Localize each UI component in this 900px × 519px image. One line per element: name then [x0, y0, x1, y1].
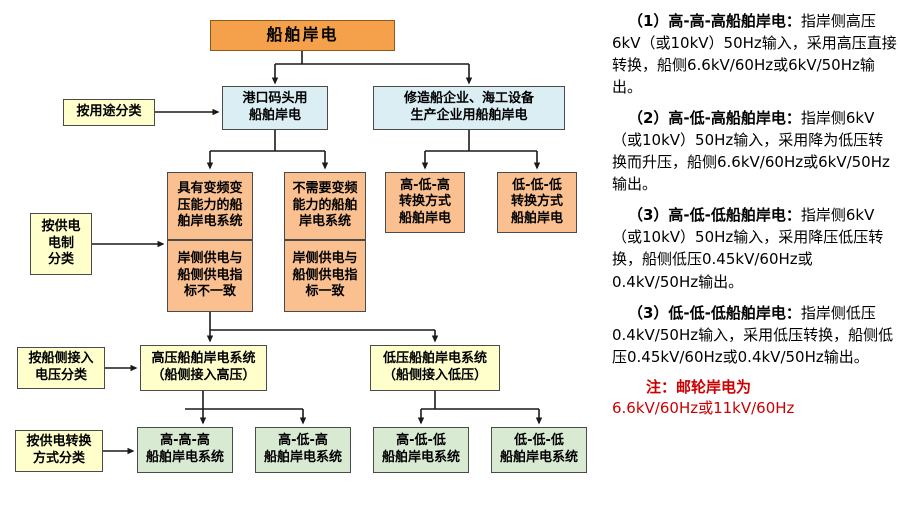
- footnote-line1: 注：邮轮岸电为: [646, 377, 752, 396]
- node-port-terminal: 港口码头用 船舶岸电: [222, 86, 328, 130]
- note-title: （1）高-高-高船舶岸电：: [628, 12, 801, 30]
- node-hlh-system: 高-低-高 船舶岸电系统: [255, 427, 351, 473]
- node-lll-system: 低-低-低 船舶岸电系统: [491, 427, 587, 473]
- node-low-low-low-mode: 低-低-低 转换方式 船舶岸电: [497, 172, 577, 233]
- node-indicator-mismatch: 岸侧供电与 船侧供电指 标不一致: [167, 240, 253, 312]
- note-body: 指岸侧低压0.4kV/50Hz输入，采用低压转换，船侧低压0.45kV/60Hz…: [612, 303, 894, 366]
- node-no-vfd: 不需要变频 能力的船舶 岸电系统: [284, 172, 366, 240]
- node-high-low-high-mode: 高-低-高 转换方式 船舶岸电: [385, 172, 465, 233]
- node-shipyard: 修造船企业、海工设备 生产企业用船舶岸电: [373, 86, 565, 130]
- note-title: （3）高-低-低船舶岸电：: [628, 206, 801, 225]
- note-body: 指岸侧6kV（或10kV）50Hz输入，采用降为低压转换而升压，船侧6.6kV/…: [612, 109, 890, 194]
- note-paragraph: （2）高-低-高船舶岸电：指岸侧6kV（或10kV）50Hz输入，采用降为低压转…: [612, 107, 898, 195]
- label-by-use: 按用途分类: [63, 99, 155, 126]
- root-node: 船舶岸电: [210, 20, 395, 51]
- notes-list: （1）高-高-高船舶岸电：指岸侧高压6kV（或10kV）50Hz输入，采用高压直…: [612, 10, 898, 368]
- note-title: （3）低-低-低船舶岸电：: [628, 303, 801, 322]
- note-paragraph: （1）高-高-高船舶岸电：指岸侧高压6kV（或10kV）50Hz输入，采用高压直…: [612, 10, 898, 98]
- footnote-red: 注：邮轮岸电为 6.6kV/60Hz或11kV/60Hz: [612, 377, 898, 421]
- note-body: 指岸侧6kV（或10kV）50Hz输入，采用降压低压转换，船侧低压0.45kV/…: [612, 206, 884, 291]
- node-indicator-match: 岸侧供电与 船侧供电指 标一致: [284, 240, 366, 312]
- node-hhh-system: 高-高-高 船舶岸电系统: [137, 427, 233, 473]
- notes-panel: （1）高-高-高船舶岸电：指岸侧高压6kV（或10kV）50Hz输入，采用高压直…: [612, 10, 898, 420]
- label-by-ship-voltage: 按船侧接入 电压分类: [17, 347, 105, 389]
- footnote-line2: 6.6kV/60Hz或11kV/60Hz: [612, 399, 795, 418]
- label-by-supply-system: 按供电 电制 分类: [30, 213, 92, 275]
- node-hll-system: 高-低-低 船舶岸电系统: [373, 427, 469, 473]
- note-title: （2）高-低-高船舶岸电：: [628, 109, 801, 128]
- node-low-voltage-system: 低压船舶岸电系统 （船侧接入低压）: [370, 345, 500, 391]
- note-paragraph: （3）低-低-低船舶岸电：指岸侧低压0.4kV/50Hz输入，采用低压转换，船侧…: [612, 302, 898, 368]
- node-high-voltage-system: 高压船舶岸电系统 （船侧接入高压）: [140, 345, 267, 391]
- label-by-conversion: 按供电转换 方式分类: [15, 430, 103, 472]
- note-body: 指岸侧高压6kV（或10kV）50Hz输入，采用高压直接转换，船侧6.6kV/6…: [612, 12, 897, 97]
- note-paragraph: （3）高-低-低船舶岸电：指岸侧6kV（或10kV）50Hz输入，采用降压低压转…: [612, 204, 898, 292]
- node-vfd-capable: 具有变频变 压能力的船 舶岸电系统: [167, 172, 253, 240]
